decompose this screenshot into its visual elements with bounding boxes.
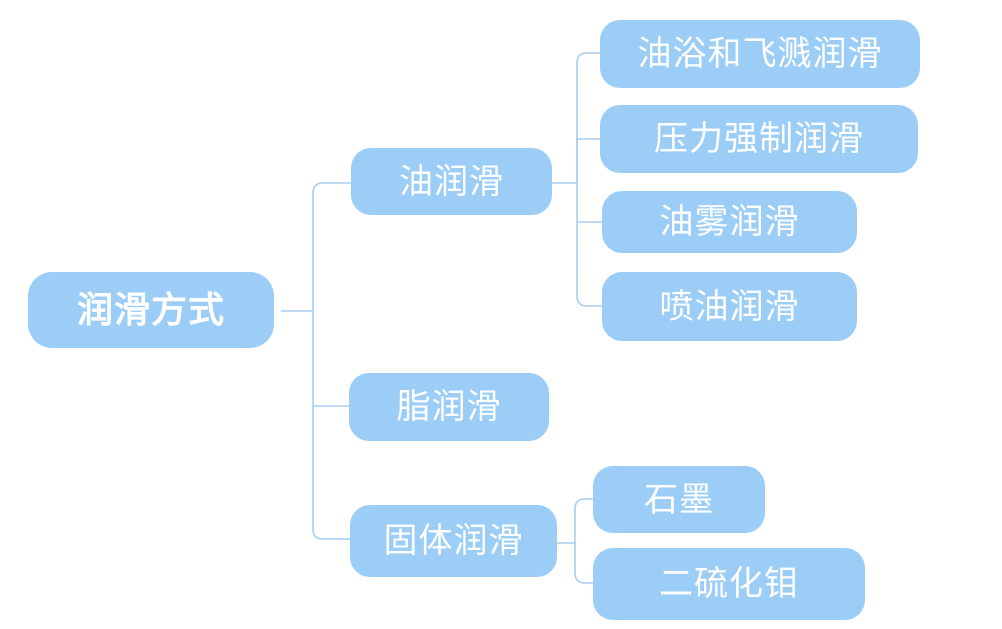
connector-oil-child3 bbox=[576, 183, 602, 223]
root-node-lubrication-method: 润滑方式 bbox=[28, 272, 274, 348]
branch-node-oil-lubrication: 油润滑 bbox=[351, 148, 552, 215]
connector-solid-child2 bbox=[574, 543, 593, 584]
connector-oil-child4 bbox=[576, 222, 602, 307]
branch-node-solid-lubrication: 固体润滑 bbox=[350, 505, 557, 577]
connector-trunk-oil bbox=[312, 182, 351, 311]
branch-node-grease-lubrication: 脂润滑 bbox=[349, 373, 549, 441]
connector-solid-child1 bbox=[574, 498, 593, 543]
child-node-molybdenum-disulfide: 二硫化钼 bbox=[593, 548, 865, 620]
connector-trunk-grease bbox=[312, 311, 349, 407]
connector-trunk-solid bbox=[312, 406, 350, 540]
connector-oil-child1 bbox=[576, 52, 600, 183]
child-node-graphite: 石墨 bbox=[593, 466, 765, 533]
child-node-pressure-forced-lubrication: 压力强制润滑 bbox=[600, 105, 918, 173]
connector-oil-child2 bbox=[576, 138, 600, 183]
child-node-oil-bath-splash-lubrication: 油浴和飞溅润滑 bbox=[600, 20, 920, 88]
child-node-oil-mist-lubrication: 油雾润滑 bbox=[602, 191, 857, 253]
child-node-oil-spray-lubrication: 喷油润滑 bbox=[602, 272, 857, 341]
